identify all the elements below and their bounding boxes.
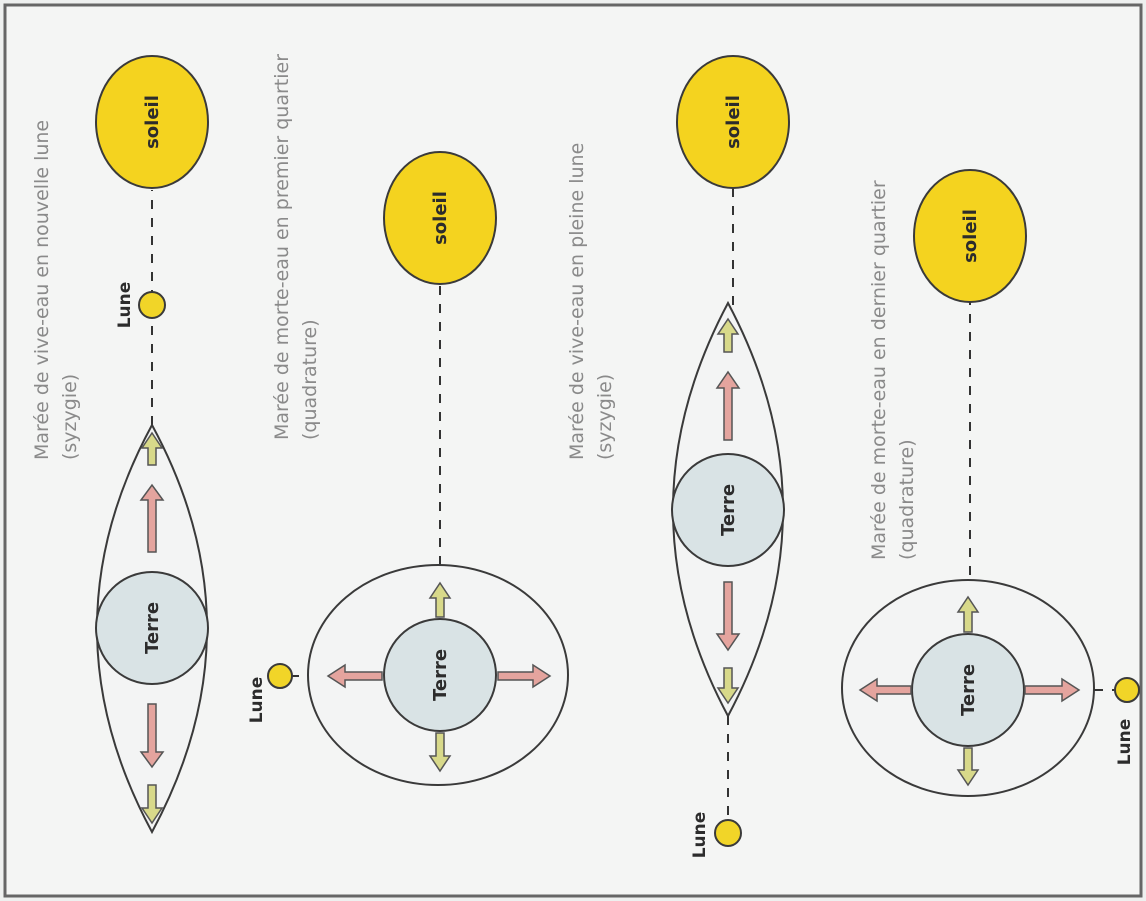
tidal-force-arrow bbox=[139, 483, 165, 553]
panel-last-quarter: Marée de morte-eau en dernier quartier (… bbox=[841, 169, 1140, 797]
earth bbox=[383, 618, 497, 732]
moon-label: Lune bbox=[247, 677, 267, 724]
earth-label: Terre bbox=[718, 484, 739, 536]
tidal-force-arrow bbox=[326, 663, 383, 689]
tidal-force-arrow bbox=[139, 703, 165, 769]
earth-label: Terre bbox=[142, 602, 163, 654]
sun-label: soleil bbox=[430, 191, 451, 245]
tidal-force-arrow bbox=[715, 581, 741, 652]
moon-label: Lune bbox=[115, 282, 135, 329]
caption-new-moon: Marée de vive-eau en nouvelle lune bbox=[31, 120, 53, 460]
water-rise-arrow bbox=[428, 732, 452, 773]
moon bbox=[714, 819, 742, 847]
subcaption-new-moon: (syzygie) bbox=[59, 374, 81, 460]
sun bbox=[676, 55, 790, 189]
subcaption-first-quarter: (quadrature) bbox=[299, 319, 321, 440]
sun-label: soleil bbox=[142, 95, 163, 149]
water-rise-arrow bbox=[956, 595, 980, 633]
earth-label: Terre bbox=[430, 649, 451, 701]
panel-new-moon: Marée de vive-eau en nouvelle lune (syzy… bbox=[31, 55, 209, 835]
water-rise-arrow bbox=[428, 581, 452, 618]
tidal-force-arrow bbox=[715, 370, 741, 441]
panel-first-quarter: Marée de morte-eau en premier quartier (… bbox=[247, 54, 569, 786]
sun bbox=[383, 151, 497, 285]
moon bbox=[267, 663, 293, 689]
tidal-force-arrow bbox=[1024, 677, 1081, 703]
caption-full-moon: Marée de vive-eau en pleine lune bbox=[566, 143, 588, 460]
moon-label: Lune bbox=[690, 812, 710, 859]
subcaption-full-moon: (syzygie) bbox=[594, 374, 616, 460]
water-rise-arrow bbox=[956, 747, 980, 787]
water-rise-arrow bbox=[716, 317, 740, 353]
caption-first-quarter: Marée de morte-eau en premier quartier bbox=[271, 54, 293, 440]
sun-label: soleil bbox=[960, 209, 981, 263]
earth bbox=[95, 571, 209, 685]
water-rise-arrow bbox=[140, 431, 164, 466]
earth-label: Terre bbox=[958, 664, 979, 716]
moon bbox=[1114, 677, 1140, 703]
panel-full-moon: Marée de vive-eau en pleine lune (syzygi… bbox=[566, 55, 790, 859]
earth bbox=[671, 453, 785, 567]
water-rise-arrow bbox=[140, 784, 164, 825]
caption-last-quarter: Marée de morte-eau en dernier quartier bbox=[868, 180, 890, 560]
sun bbox=[95, 55, 209, 189]
tidal-force-arrow bbox=[858, 677, 912, 703]
subcaption-last-quarter: (quadrature) bbox=[896, 439, 918, 560]
sun bbox=[913, 169, 1027, 303]
earth bbox=[911, 633, 1025, 747]
water-rise-arrow bbox=[716, 667, 740, 705]
moon-label: Lune bbox=[1115, 719, 1135, 766]
tidal-force-arrow bbox=[497, 663, 552, 689]
moon bbox=[138, 291, 166, 319]
sun-label: soleil bbox=[723, 95, 744, 149]
